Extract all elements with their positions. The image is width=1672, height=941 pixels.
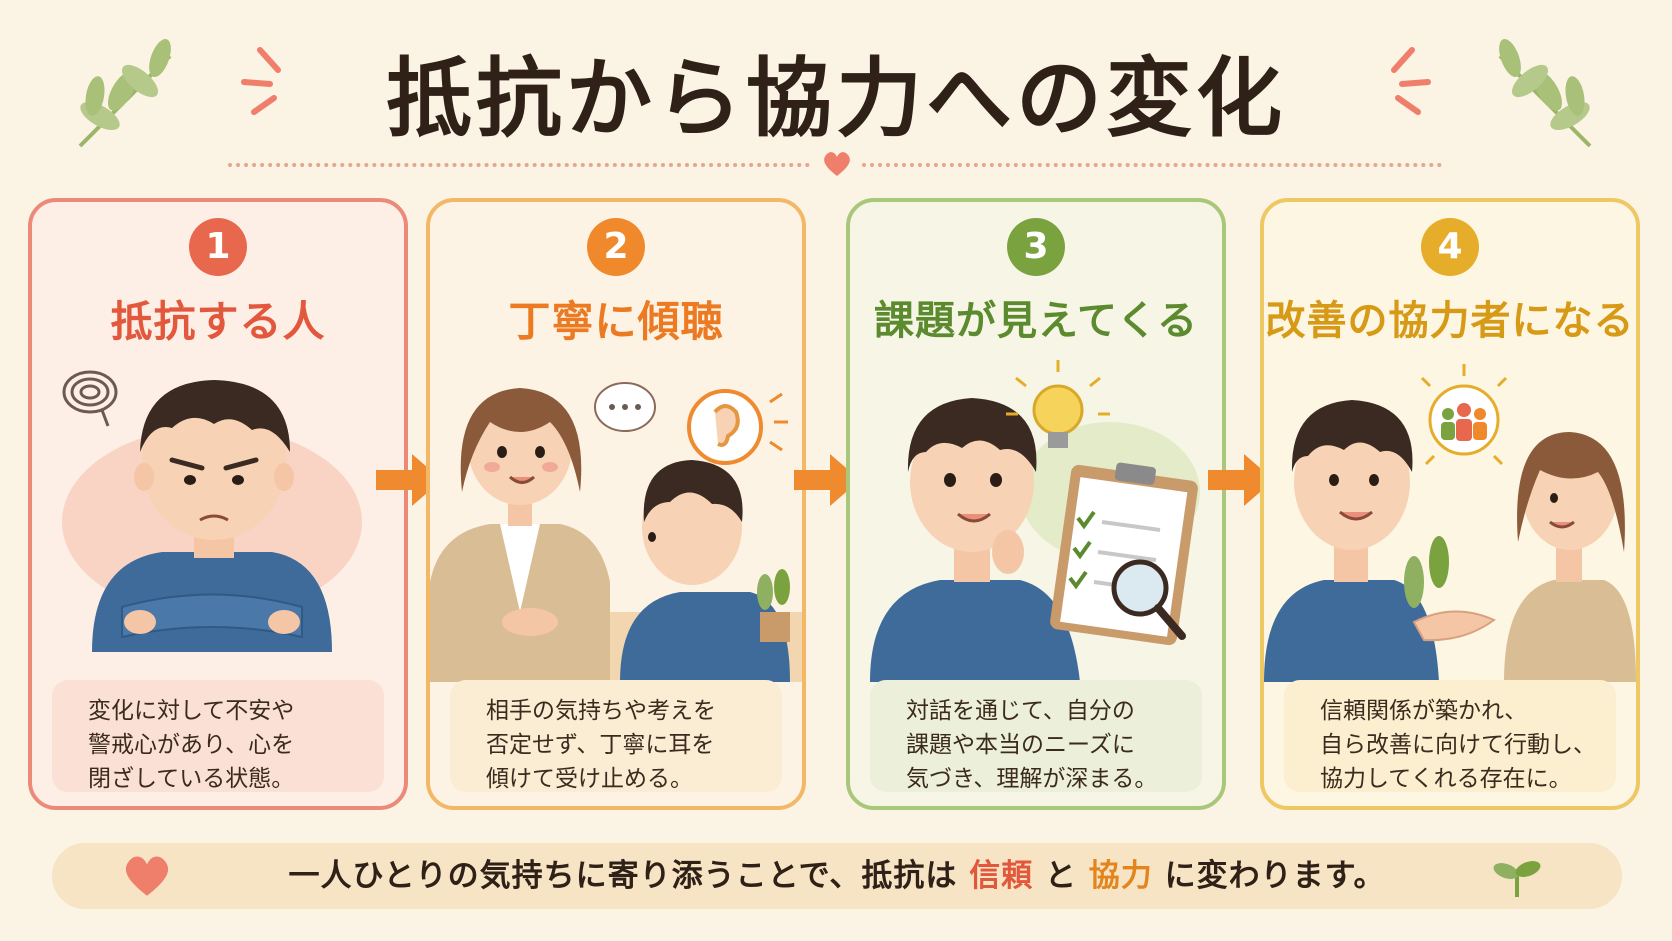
heart-icon — [125, 856, 169, 896]
team-people-icon — [1420, 364, 1508, 466]
step-card-3: 3 課題が見えてくる — [846, 198, 1226, 810]
spark-left-icon — [241, 47, 281, 115]
divider-left — [228, 163, 810, 167]
magnifier-icon — [1111, 559, 1186, 640]
arrow-right-icon — [1208, 454, 1274, 506]
summary-message: 一人ひとりの気持ちに寄り添うことで、抵抗は 信頼 と 協力 に変わります。 — [52, 843, 1622, 909]
leaf-branch-right-icon — [1498, 38, 1592, 148]
desc-line: 信頼関係が築かれ、 — [1320, 698, 1528, 724]
step-number-1: 1 — [189, 218, 247, 276]
step-description-3: 対話を通じて、自分の 課題や本当のニーズに 気づき、理解が深まる。 — [870, 680, 1202, 792]
arrow-right-icon — [794, 454, 860, 506]
page-title: 抵抗から協力への変化 — [386, 49, 1286, 149]
step-title-1: 抵抗する人 — [110, 297, 326, 346]
lightbulb-icon — [1006, 360, 1110, 448]
summary-prefix: 一人ひとりの気持ちに寄り添うことで、抵抗は — [288, 858, 958, 894]
resistant-person-illustration — [62, 370, 362, 652]
step-number-3: 3 — [1007, 218, 1065, 276]
step-title-2: 丁寧に傾聴 — [508, 297, 724, 346]
desc-line: 協力してくれる存在に。 — [1320, 766, 1572, 792]
step-title-3: 課題が見えてくる — [874, 298, 1198, 344]
step-card-1: 1 抵抗する人 変化に対して不安や 警戒心があり、心を 閉ざしている状態。 — [28, 198, 408, 810]
realization-illustration — [870, 360, 1200, 682]
step-description-2: 相手の気持ちや考えを 否定せず、丁寧に耳を 傾けて受け止める。 — [450, 680, 782, 792]
spark-right-icon — [1391, 47, 1431, 115]
plant-icon — [757, 569, 790, 642]
step-card-4: 4 改善の協力者になる 信頼関係が築 — [1260, 198, 1640, 810]
step-title-4: 改善の協力者になる — [1265, 298, 1635, 344]
summary-suffix: に変わります。 — [1164, 858, 1386, 894]
ear-icon — [687, 389, 788, 465]
clipboard-checklist-icon — [1050, 462, 1198, 646]
desc-line: 変化に対して不安や — [88, 698, 295, 724]
heart-icon — [824, 152, 850, 176]
step-number-2: 2 — [587, 218, 645, 276]
desc-line: 否定せず、丁寧に耳を — [486, 732, 715, 758]
desc-line: 警戒心があり、心を — [88, 732, 295, 758]
divider-right — [862, 163, 1442, 167]
summary-highlight-cooperation: 協力 — [1088, 858, 1153, 894]
desc-line: 閉ざしている状態。 — [88, 766, 295, 792]
desc-line: 傾けて受け止める。 — [486, 766, 693, 792]
cooperation-illustration — [1264, 364, 1636, 682]
summary-highlight-trust: 信頼 — [969, 858, 1034, 894]
desc-line: 課題や本当のニーズに — [906, 732, 1135, 758]
desc-line: 自ら改善に向けて行動し、 — [1320, 732, 1596, 758]
confused-scribble-icon — [62, 370, 118, 427]
speech-bubble-icon — [594, 382, 656, 432]
leaf-branch-left-icon — [78, 38, 172, 148]
arrow-right-icon — [376, 454, 442, 506]
listening-illustration — [430, 382, 802, 682]
desc-line: 気づき、理解が深まる。 — [906, 766, 1158, 792]
step-description-1: 変化に対して不安や 警戒心があり、心を 閉ざしている状態。 — [52, 680, 384, 792]
desc-line: 相手の気持ちや考えを — [486, 698, 716, 724]
step-number-4: 4 — [1421, 218, 1479, 276]
summary-banner: 一人ひとりの気持ちに寄り添うことで、抵抗は 信頼 と 協力 に変わります。 — [52, 843, 1622, 909]
summary-middle: と — [1045, 858, 1077, 894]
sprout-icon — [1493, 861, 1541, 897]
plant-icon — [1404, 536, 1449, 608]
step-description-4: 信頼関係が築かれ、 自ら改善に向けて行動し、 協力してくれる存在に。 — [1284, 680, 1616, 792]
step-card-2: 2 丁寧に傾聴 — [426, 198, 806, 810]
desc-line: 対話を通じて、自分の — [906, 698, 1135, 724]
